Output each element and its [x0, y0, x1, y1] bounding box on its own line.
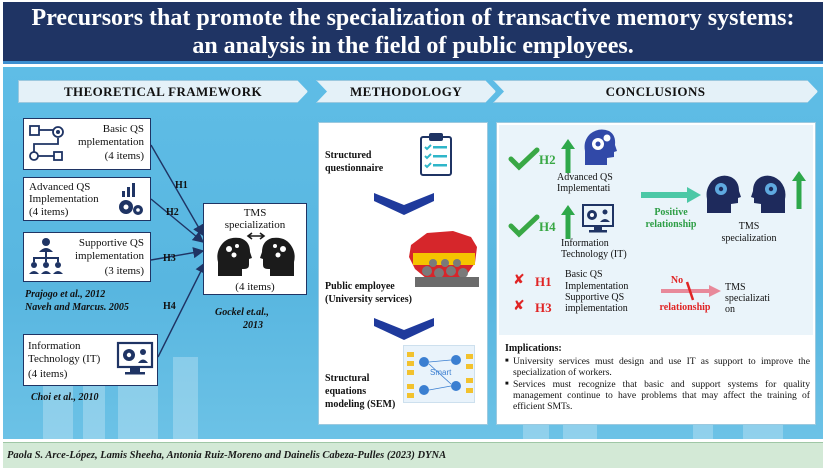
- hypothesis-arrows: [150, 144, 206, 358]
- implications-title: Implications:: [505, 343, 562, 354]
- method-sem-line2: equations: [325, 386, 367, 397]
- supportive-qs-line3: (3 items): [104, 265, 144, 277]
- up-arrow-icon-h4: [561, 205, 575, 239]
- conclusions-panel: H2 Advanced QS Implementati H4: [496, 122, 816, 425]
- implication-item-2: Services must recognize that basic and s…: [505, 379, 810, 412]
- result-supportive-qs-line2: implementation: [565, 303, 628, 314]
- method-population-line2: (University services): [325, 294, 412, 305]
- chevron-down-arrow-2: [374, 318, 434, 340]
- sem-path-diagram-icon: [407, 352, 473, 398]
- result-h4-label: H4: [539, 219, 556, 234]
- hypothesis-label-h3: H3: [163, 253, 176, 264]
- up-arrow-icon-tms: [792, 171, 806, 209]
- it-line3: (4 items): [28, 368, 68, 380]
- construct-information-technology: Information Technology (IT) (4 items): [23, 334, 158, 386]
- it-line1: Information: [28, 340, 81, 352]
- check-icon-h4: [508, 214, 540, 238]
- poster-title: Precursors that promote the specializati…: [31, 4, 795, 59]
- no-relationship-line2: relationship: [659, 302, 711, 313]
- main-area: THEORETICAL FRAMEWORK METHODOLOGY CONCLU…: [3, 67, 823, 439]
- check-icon-h2: [508, 147, 540, 171]
- result-supportive-qs-line1: Supportive QS: [565, 292, 625, 303]
- positive-relationship-line2: relationship: [645, 219, 697, 230]
- construct-tms-specialization: TMS specialization (4 items): [203, 203, 307, 295]
- result-h3-label: H3: [535, 300, 552, 315]
- cross-icon-h3: ✘: [513, 298, 525, 314]
- gears-chart-icon: [119, 183, 143, 215]
- chevron-down-arrow-1: [374, 193, 434, 215]
- advanced-qs-line1: Advanced QS: [29, 181, 91, 193]
- supportive-qs-line2: implementation: [74, 250, 144, 262]
- result-tms2-line2: specializati: [725, 293, 770, 304]
- basic-qs-line2: mplementation: [78, 136, 144, 148]
- construct-supportive-qs: Supportive QS implementation (3 items): [23, 232, 151, 282]
- hypothesis-label-h1: H1: [175, 180, 188, 191]
- supportive-qs-line1: Supportive QS: [78, 237, 144, 249]
- section-header-theoretical-framework: THEORETICAL FRAMEWORK: [18, 80, 308, 103]
- positive-relationship-line1: Positive: [654, 207, 688, 218]
- hypothesis-label-h4: H4: [163, 301, 176, 312]
- citation-prajogo: Prajogo et al., 2012: [25, 289, 106, 300]
- implications-list: University services must design and use …: [505, 356, 810, 413]
- title-banner: Precursors that promote the specializati…: [3, 2, 823, 64]
- cross-icon-h1: ✘: [513, 272, 525, 288]
- method-population-line1: Public employee: [325, 281, 395, 292]
- spain-map-people-image: [409, 231, 479, 287]
- result-advanced-qs-line1: Advanced QS: [557, 172, 613, 183]
- citation-gockel-year: 2013: [243, 320, 263, 331]
- result-it-line2: Technology (IT): [561, 249, 627, 260]
- basic-qs-line3: (4 items): [104, 150, 144, 162]
- result-tms2-line1: TMS: [725, 282, 746, 293]
- hypothesis-label-h2: H2: [166, 207, 179, 218]
- tms-line2: specialization: [224, 219, 286, 231]
- methodology-panel: Structured questionnaire: [318, 122, 488, 425]
- result-advanced-qs-line2: Implementati: [557, 183, 611, 194]
- clipboard-checklist-icon: [420, 133, 452, 176]
- citation-choi: Choi et al., 2010: [31, 392, 99, 403]
- method-questionnaire-line1: Structured: [325, 150, 372, 161]
- smartpls-diagram: Smart: [403, 345, 475, 403]
- method-sem-line3: modeling (SEM): [325, 399, 396, 410]
- basic-qs-line1: Basic QS: [102, 123, 144, 135]
- tms-line1: TMS: [243, 207, 267, 219]
- smart-label: Smart: [430, 368, 452, 377]
- construct-advanced-qs: Advanced QS Implementation (4 items): [23, 177, 151, 221]
- method-sem-line1: Structural: [325, 373, 370, 384]
- footer-citation-bar: Paola S. Arce-López, Lamis Sheeha, Anton…: [3, 442, 823, 468]
- conclusions-results: H2 Advanced QS Implementati H4: [499, 125, 813, 335]
- monitor-gear-icon: [116, 341, 154, 375]
- implication-item-1: University services must design and use …: [505, 356, 810, 378]
- hierarchy-people-icon: [29, 238, 63, 274]
- no-relationship-line1: No: [670, 275, 684, 286]
- tms-line3: (4 items): [235, 281, 275, 293]
- head-gears-icon: [584, 129, 617, 165]
- section-header-conclusions: CONCLUSIONS: [493, 80, 818, 103]
- positive-relationship-arrow: [641, 187, 701, 203]
- citation-gockel: Gockel et.al.,: [215, 307, 269, 318]
- result-tms-line1: TMS: [738, 221, 760, 232]
- citation-naveh: Naveh and Marcus. 2005: [25, 302, 129, 313]
- up-arrow-icon-h2: [561, 139, 575, 173]
- result-tms-line2: specialization: [721, 233, 777, 244]
- footer-authors: Paola S. Arce-López, Lamis Sheeha, Anton…: [7, 450, 447, 461]
- section-header-methodology: METHODOLOGY: [316, 80, 496, 103]
- construct-basic-qs: Basic QS mplementation (4 items): [23, 118, 151, 170]
- it-line2: Technology (IT): [28, 353, 101, 365]
- method-questionnaire-line2: questionnaire: [325, 163, 384, 174]
- advanced-qs-line3: (4 items): [29, 206, 69, 218]
- no-relationship-arrow: [661, 281, 721, 301]
- advanced-qs-line2: Implementation: [29, 193, 99, 205]
- result-basic-qs-line1: Basic QS: [565, 269, 603, 280]
- result-tms2-line3: on: [725, 304, 735, 315]
- result-h1-label: H1: [535, 274, 552, 289]
- monitor-gear-icon-result: [582, 204, 614, 233]
- result-h2-label: H2: [539, 152, 556, 167]
- two-heads-gears-icon: [706, 175, 786, 213]
- result-it-line1: Information: [561, 238, 609, 249]
- process-gear-icon: [29, 125, 64, 161]
- two-heads-exchange-icon: [217, 232, 295, 276]
- result-basic-qs-line2: Implementation: [565, 281, 629, 292]
